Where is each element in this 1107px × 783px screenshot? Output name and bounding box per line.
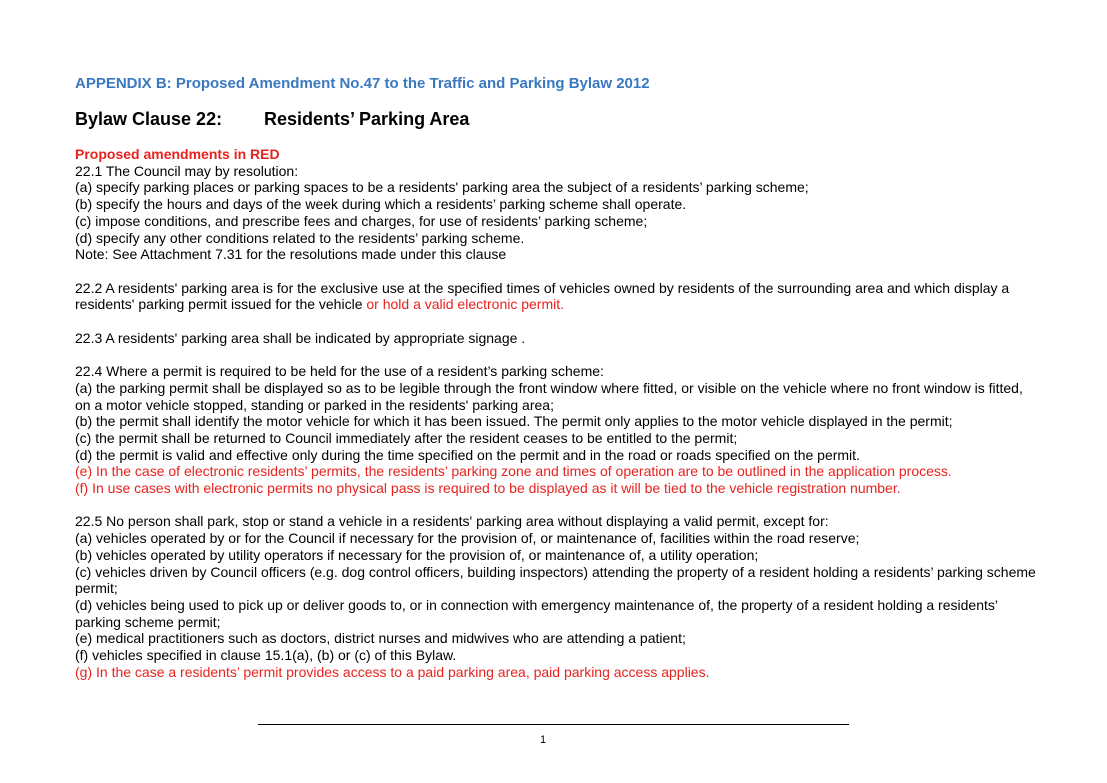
- document-page: APPENDIX B: Proposed Amendment No.47 to …: [75, 0, 1040, 783]
- appendix-title: APPENDIX B: Proposed Amendment No.47 to …: [75, 75, 650, 92]
- clause-22-1-d: (d) specify any other conditions related…: [75, 229, 525, 246]
- clause-body: Proposed amendments in RED 22.1 The Coun…: [75, 146, 1037, 680]
- clause-22-2-text: 22.2 A residents' parking area is for th…: [75, 279, 1010, 313]
- clause-22-1-b: (b) specify the hours and days of the we…: [75, 196, 687, 213]
- paragraph-gap: [75, 263, 1037, 280]
- clause-22-5-a: (a) vehicles operated by or for the Coun…: [75, 530, 860, 547]
- clause-22-2-amendment: or hold a valid electronic permit.: [362, 296, 565, 313]
- clause-22-4-intro: 22.4 Where a permit is required to be he…: [75, 363, 604, 380]
- clause-22-4-c: (c) the permit shall be returned to Coun…: [75, 429, 738, 446]
- clause-22-2: 22.2 A residents' parking area is for th…: [75, 280, 1037, 313]
- clause-name: Residents’ Parking Area: [264, 109, 470, 129]
- page-number: 1: [540, 734, 547, 746]
- clause-22-1-a: (a) specify parking places or parking sp…: [75, 179, 809, 196]
- clause-22-4-e-amendment: (e) In the case of electronic residents’…: [75, 463, 952, 480]
- clause-22-5-f: (f) vehicles specified in clause 15.1(a)…: [75, 647, 457, 664]
- clause-22-5-g-amendment: (g) In the case a residents’ permit prov…: [75, 663, 710, 680]
- clause-number: Bylaw Clause 22:: [75, 109, 223, 129]
- paragraph-gap: [75, 497, 1037, 514]
- clause-22-5-b: (b) vehicles operated by utility operato…: [75, 546, 759, 563]
- amendment-note: Proposed amendments in RED: [75, 146, 280, 162]
- paragraph-gap: [75, 346, 1037, 363]
- clause-22-1-c: (c) impose conditions, and prescribe fee…: [75, 212, 648, 229]
- clause-22-5-d: (d) vehicles being used to pick up or de…: [75, 596, 998, 630]
- clause-22-1-note: Note: See Attachment 7.31 for the resolu…: [75, 246, 507, 263]
- clause-22-4-f-amendment: (f) In use cases with electronic permits…: [75, 480, 901, 497]
- clause-22-5-e: (e) medical practitioners such as doctor…: [75, 630, 686, 647]
- clause-heading: Bylaw Clause 22: Residents’ Parking Area: [75, 109, 469, 130]
- clause-22-5-intro: 22.5 No person shall park, stop or stand…: [75, 513, 829, 530]
- clause-22-4-b: (b) the permit shall identify the motor …: [75, 413, 953, 430]
- clause-22-5-c: (c) vehicles driven by Council officers …: [75, 563, 1036, 597]
- clause-22-3: 22.3 A residents' parking area shall be …: [75, 329, 526, 346]
- clause-22-1-intro: 22.1 The Council may by resolution:: [75, 162, 299, 179]
- footer-divider: [258, 724, 849, 725]
- paragraph-gap: [75, 313, 1037, 330]
- clause-22-4-d: (d) the permit is valid and effective on…: [75, 446, 860, 463]
- clause-22-4-a: (a) the parking permit shall be displaye…: [75, 379, 1023, 413]
